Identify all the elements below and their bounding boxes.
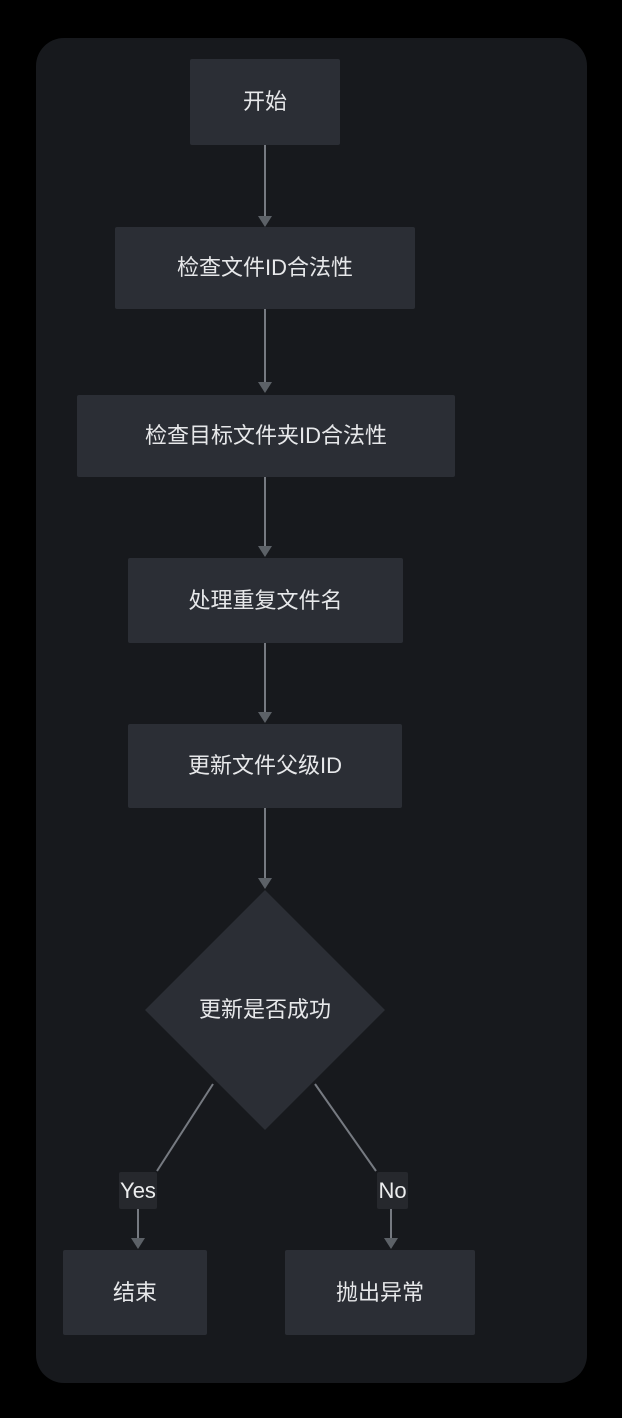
edge-label-yes: Yes: [119, 1172, 157, 1209]
node-handle-duplicate-name: 处理重复文件名: [128, 558, 403, 643]
node-start: 开始: [190, 59, 340, 145]
node-check-folder-id: 检查目标文件夹ID合法性: [77, 395, 455, 477]
node-end: 结束: [63, 1250, 207, 1335]
node-throw-exception: 抛出异常: [285, 1250, 475, 1335]
node-update-parent-id: 更新文件父级ID: [128, 724, 402, 808]
node-update-success-label: 更新是否成功: [198, 997, 331, 1022]
edge-label-no: No: [377, 1172, 408, 1209]
node-check-file-id: 检查文件ID合法性: [115, 227, 415, 309]
